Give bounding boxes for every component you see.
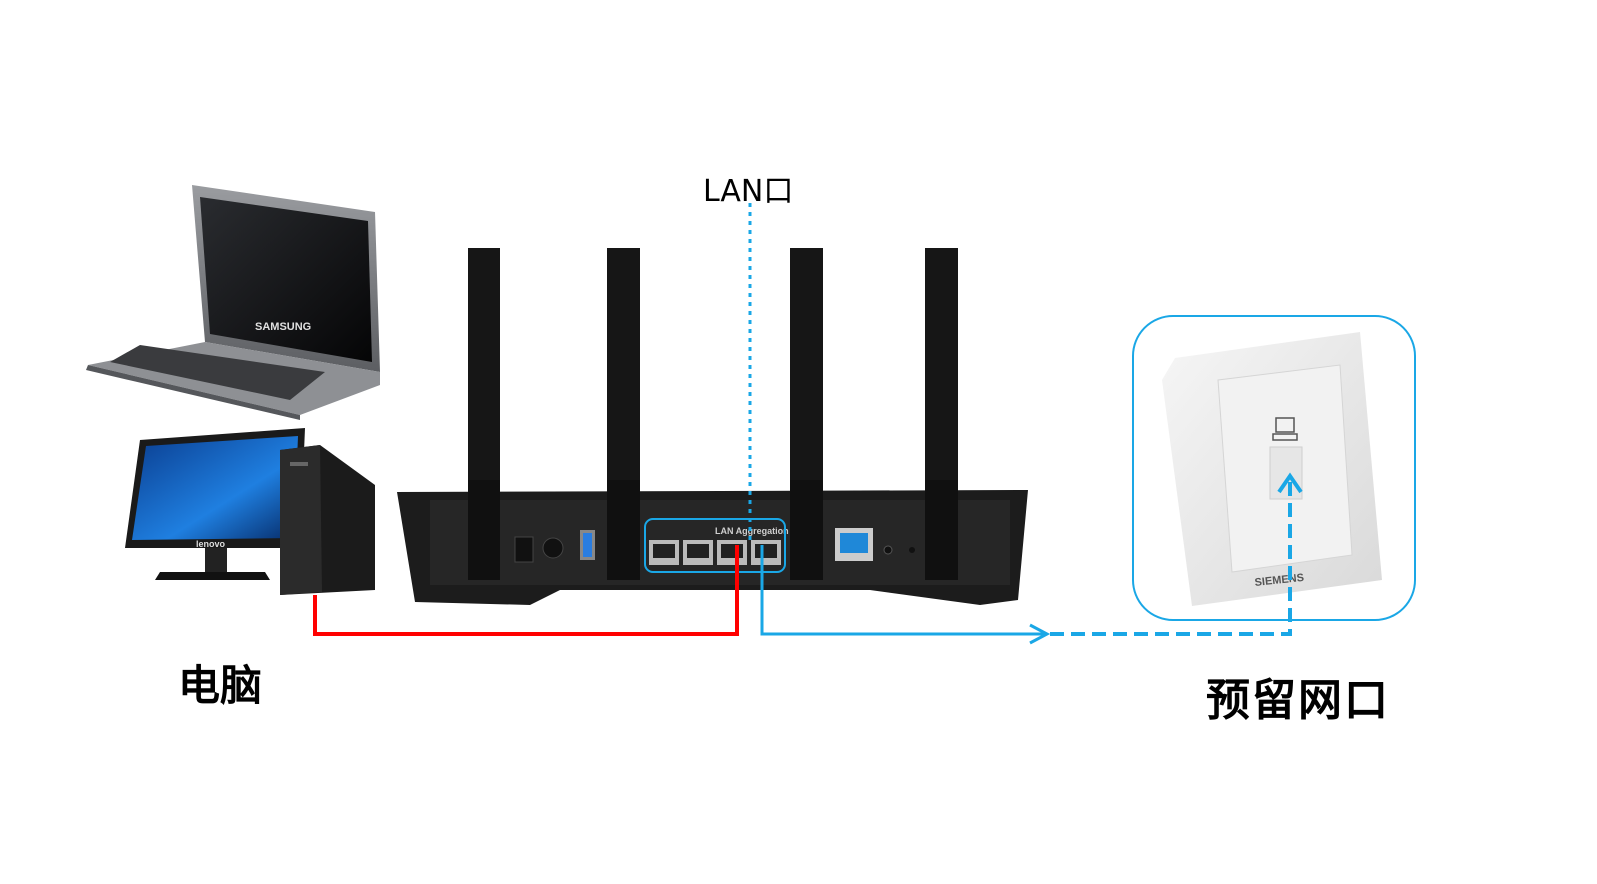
lan-port-label: LAN口 (703, 174, 794, 209)
computer-label: 电脑 (178, 661, 263, 710)
wall-cable-dashed (1050, 478, 1292, 636)
desktop-monitor-image: lenovo (125, 428, 305, 580)
arrow-head-right (1029, 623, 1051, 645)
desktop-brand-logo: lenovo (196, 539, 226, 549)
computer-cable-line (313, 545, 739, 636)
lan-aggregation-label: LAN Aggregation (715, 526, 789, 536)
lan-port-highlight (644, 518, 786, 573)
router-image: LAN Aggregation (397, 248, 1028, 605)
desktop-tower-image (280, 445, 375, 595)
wall-ethernet-plate-image: SIEMENS (1132, 315, 1416, 621)
arrow-head-up (1277, 472, 1303, 494)
laptop-image: SAMSUNG (86, 185, 380, 420)
reserved-port-label: 预留网口 (1206, 675, 1390, 726)
wall-cable-line (760, 545, 1045, 636)
laptop-brand-logo: SAMSUNG (255, 321, 311, 333)
computer-icon (1275, 417, 1295, 433)
